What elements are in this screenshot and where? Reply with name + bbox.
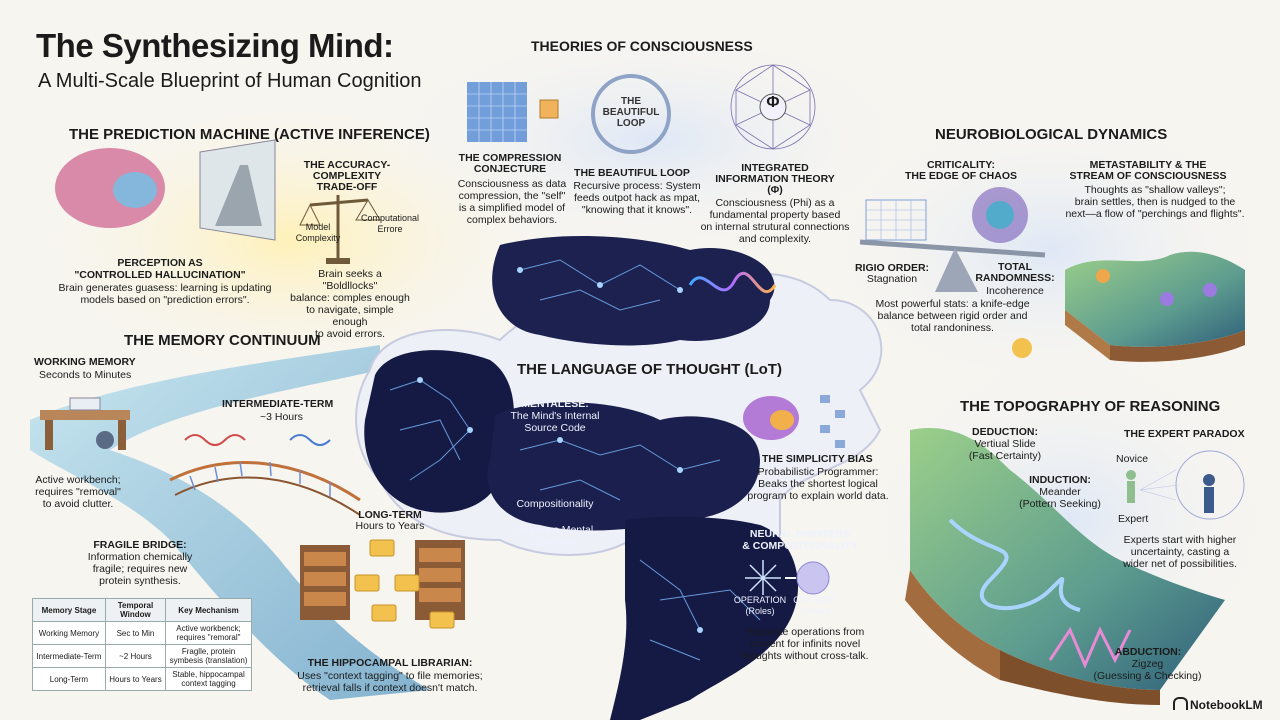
deduction-title: DEDUCTION: [972, 426, 1038, 438]
table-header: Key Mechanism [165, 598, 252, 622]
table-cell: Intermediate-Term [32, 644, 106, 668]
mentalese-body: The Mind's Internal Source Code [510, 410, 600, 434]
abduction-body: Zigzeg (Guessing & Checking) [1093, 658, 1202, 682]
operation-label: OPERATION (Roles) [733, 595, 787, 616]
compression-title: THE COMPRESSION CONJECTURE [458, 152, 562, 175]
longterm-time: Hours to Years [355, 520, 425, 532]
memory-table: Memory Stage Temporal Window Key Mechani… [32, 598, 252, 691]
beautiful-loop-title: THE BEAUTIFUL LOOP [574, 167, 690, 179]
consciousness-section-title: THEORIES OF CONSCIOUSNESS [531, 38, 753, 54]
model-complexity-label: Model Complexity [295, 222, 341, 243]
neuro-section-title: NEUROBIOLOGICAL DYNAMICS [935, 126, 1168, 143]
longterm-title: LONG-TERM [358, 509, 422, 521]
table-cell: Hours to Years [104, 667, 167, 691]
intermediate-title: INTERMEDIATE-TERM [222, 398, 334, 410]
computational-errors-label: Computational Errore [360, 213, 420, 234]
table-cell: Long-Term [32, 667, 106, 691]
content-label: CONTENT (Tillers) [793, 595, 837, 616]
pointers-title: NEURAL POINTERS & COMPOSITIONALITY [742, 528, 858, 552]
deduction-body: Vertiual Slide (Fast Certainty) [968, 438, 1042, 462]
table-row: Long-Term Hours to Years Stable, hippoca… [32, 667, 252, 691]
table-cell: Stable, hippocampal context tagging [165, 667, 252, 691]
table-cell: Working Memory [32, 621, 106, 645]
expert-paradox-title: THE EXPERT PARADOX [1124, 428, 1245, 440]
rigid-order-title: RIGIO ORDER: [854, 262, 930, 274]
intermediate-time: ~3 Hours [260, 411, 303, 423]
pointers-body: Separate operations from content for inf… [741, 626, 869, 662]
logo-icon [1173, 697, 1188, 710]
notebooklm-logo: NotebookLM [1173, 697, 1263, 712]
table-cell: Active workbenck; requires "remoral" [165, 621, 252, 645]
bridge-title: FRAGILE BRIDGE: [93, 539, 187, 551]
page-title: The Synthesizing Mind: [36, 27, 394, 64]
expert-label: Expert [1118, 513, 1149, 525]
criticality-title: CRITICALITY: THE EDGE OF CHAOS [904, 159, 1017, 182]
tradeoff-title: THE ACCURACY-COMPLEXITY TRADE-OFF [303, 159, 391, 193]
table-header-row: Memory Stage Temporal Window Key Mechani… [32, 598, 252, 622]
expert-paradox-body: Experts start with higher uncertainty, c… [1123, 534, 1237, 570]
simplicity-body: Probabilistic Programmer: Beaks the shor… [747, 466, 889, 502]
beautiful-loop-ring-label: THE BEAUTIFUL LOOP [602, 96, 660, 129]
table-cell: Sec to Min [104, 621, 167, 645]
working-memory-title: WORKING MEMORY [34, 356, 136, 368]
perception-title: PERCEPTION AS "CONTROLLED HALLUCINATION" [74, 257, 246, 281]
perception-body: Brain generates guasess: learning is upd… [58, 282, 272, 306]
reasoning-section-title: THE TOPOGRAPHY OF REASONING [960, 398, 1221, 415]
memory-section-title: THE MEMORY CONTINUUM [124, 332, 321, 349]
bridge-body: Information chemically fragile; requires… [87, 551, 193, 587]
iit-body: Consciousness (Phi) as a fundamental pro… [700, 197, 850, 245]
compositionality-label: Compositionality [516, 498, 594, 510]
librarian-body: Uses "context tagging" to file memories;… [297, 670, 483, 694]
page-subtitle: A Multi-Scale Blueprint of Human Cogniti… [38, 70, 422, 92]
rigid-order-body: Stagnation [866, 273, 918, 285]
table-cell: ~2 Hours [104, 644, 167, 668]
induction-title: INDUCTION: [1029, 474, 1091, 486]
simplicity-title: THE SIMPLICITY BIAS [762, 453, 873, 465]
prediction-section-title: THE PREDICTION MACHINE (ACTIVE INFERENCE… [69, 126, 430, 143]
working-memory-body: Active workbench; requires "removal" to … [35, 474, 121, 510]
total-randomness-title: TOTAL RANDOMNESS: [975, 261, 1055, 284]
librarian-title: THE HIPPOCAMPAL LIBRARIAN: [307, 657, 473, 669]
novice-label: Novice [1116, 453, 1149, 465]
metastability-body: Thoughts as "shallow valleys"; brain set… [1065, 184, 1245, 220]
edge-body: Most powerful stats: a knife-edge balanc… [875, 298, 1030, 334]
induction-body: Meander (Pottern Seeking) [1019, 486, 1101, 510]
mentalese-title: MENTALESE: [521, 398, 589, 410]
iit-title: INTEGRATED INFORMATION THEORY (Φ) [715, 162, 835, 196]
brand-mark: NotebookLM [1190, 698, 1263, 712]
balance-body: Brain seeks a "Boldllocks" balance: comp… [290, 268, 410, 340]
beautiful-loop-body: Recursive process: System feeds outpot h… [573, 180, 701, 216]
compression-body: Consciousness as data compression, the "… [457, 178, 567, 226]
language-section-title: THE LANGUAGE OF THOUGHT (LoT) [517, 361, 782, 378]
phi-icon: Φ [766, 94, 780, 111]
table-row: Working Memory Sec to Min Active workben… [32, 621, 252, 645]
table-row: Intermediate-Term ~2 Hours Fraglle, prot… [32, 644, 252, 668]
metastability-title: METASTABILITY & THE STREAM OF CONSCIOUSN… [1069, 159, 1227, 182]
total-randomness-body: Incoherence [986, 285, 1044, 297]
table-header: Memory Stage [32, 598, 106, 622]
working-memory-time: Seconds to Minutes [39, 369, 132, 381]
table-header: Temporal Window [104, 598, 167, 622]
abduction-title: ABDUCTION: [1114, 646, 1182, 658]
table-cell: Fraglle, protein symbesis (translation) [165, 644, 252, 668]
grammar-label: Rigorous Mental Grammar [516, 524, 594, 548]
